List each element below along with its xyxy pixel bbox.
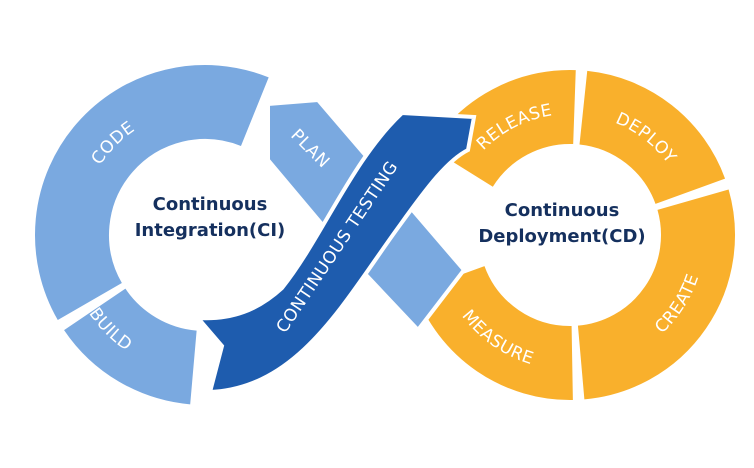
release-segment [430,70,576,188]
build-segment [64,287,198,405]
measure-segment [414,264,573,400]
code-segment [35,65,269,320]
create-segment [576,189,735,400]
cd-title-line1: Continuous [505,200,620,221]
continuous-testing-band [193,110,477,395]
ci-title-line2: Integration(CI) [135,220,286,241]
ci-title-line1: Continuous [153,194,268,215]
deploy-segment [578,70,726,205]
cd-title-line2: Deployment(CD) [478,226,645,247]
